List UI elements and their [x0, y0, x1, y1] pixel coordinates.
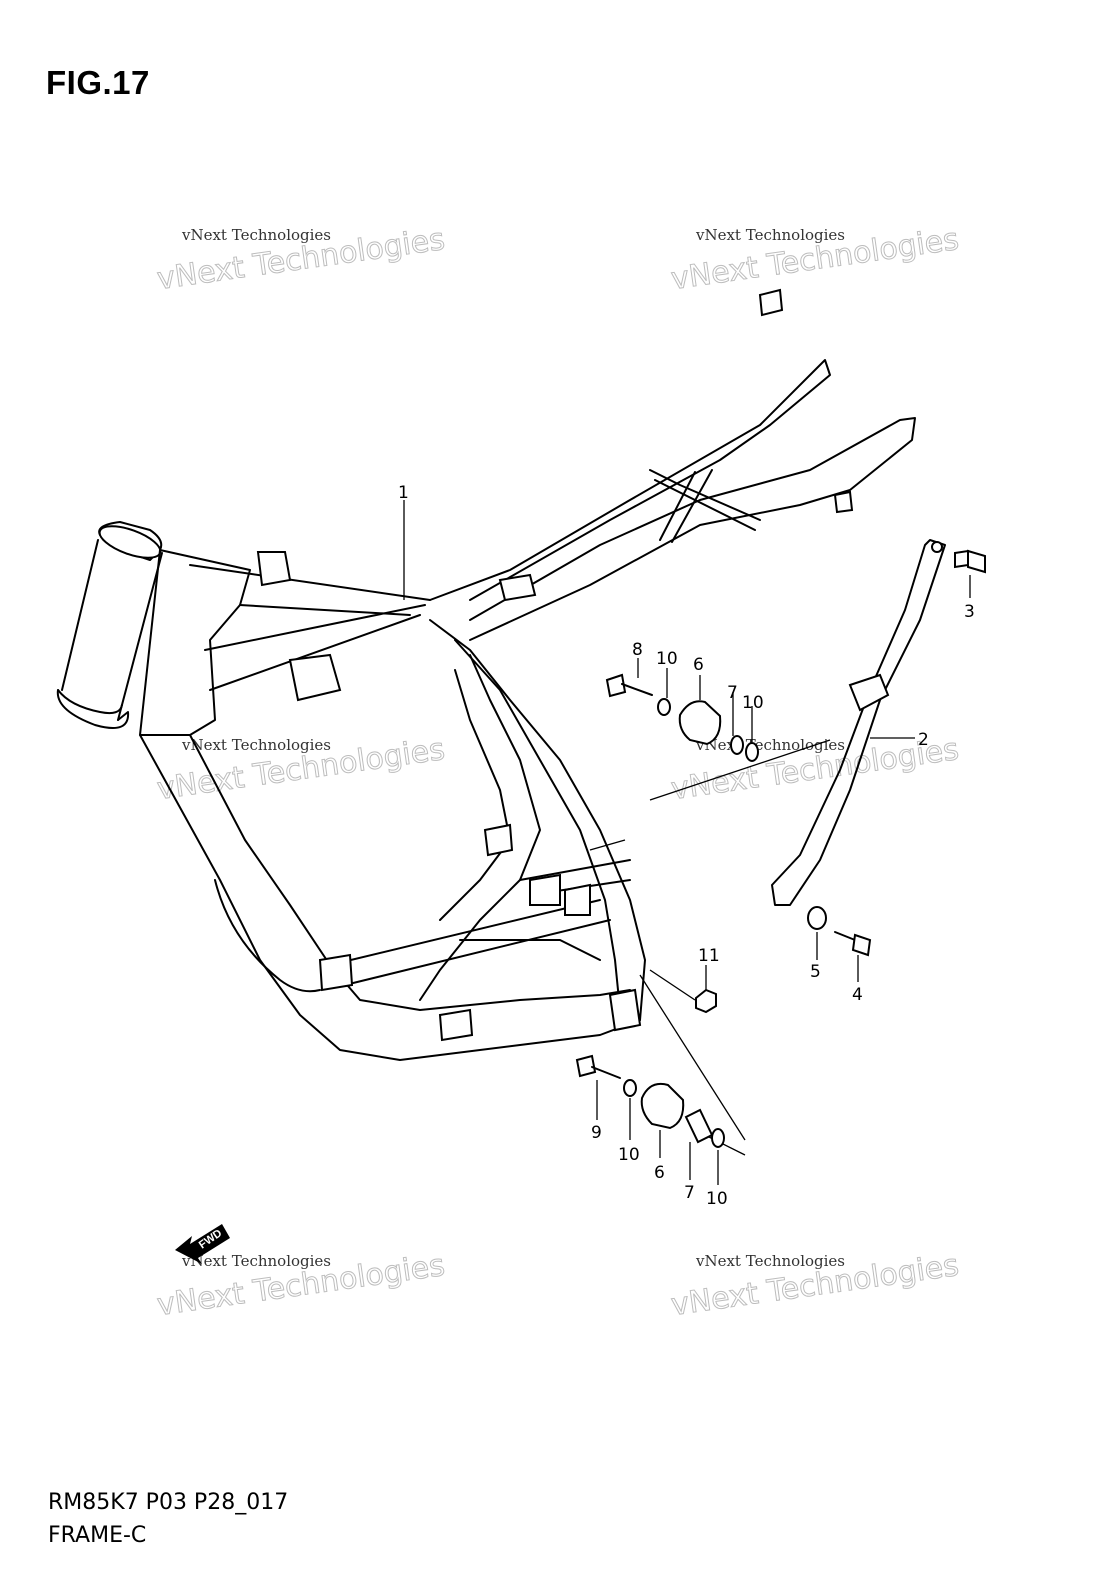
callout-10: 10 — [706, 1189, 728, 1209]
frame-brace-bar — [771, 539, 946, 906]
nut-11 — [649, 965, 717, 1014]
figure-code: RM85K7 P03 P28_017 — [48, 1490, 289, 1515]
lower-mount-hardware — [575, 1054, 725, 1185]
bolt-4 — [834, 931, 872, 982]
callout-6: 6 — [654, 1163, 665, 1183]
callout-4: 4 — [852, 985, 863, 1005]
callout-7: 7 — [727, 683, 738, 703]
callout-11: 11 — [698, 946, 720, 966]
callout-10: 10 — [742, 693, 764, 713]
fwd-arrow: FWD — [175, 1224, 230, 1264]
main-frame — [56, 288, 916, 1156]
callout-2: 2 — [918, 730, 929, 750]
upper-mount-hardware — [605, 658, 759, 762]
bolt-3 — [954, 549, 986, 598]
callout-1: 1 — [398, 483, 409, 503]
washer-5 — [807, 906, 827, 960]
callout-8: 8 — [632, 640, 643, 660]
callout-9: 9 — [591, 1123, 602, 1143]
callout-5: 5 — [810, 962, 821, 982]
callout-3: 3 — [964, 602, 975, 622]
callout-6: 6 — [693, 655, 704, 675]
callout-7: 7 — [684, 1183, 695, 1203]
callout-10: 10 — [618, 1145, 640, 1165]
callout-10: 10 — [656, 649, 678, 669]
figure-title: FIG.17 — [46, 64, 150, 101]
figure-name: FRAME-C — [48, 1523, 147, 1548]
